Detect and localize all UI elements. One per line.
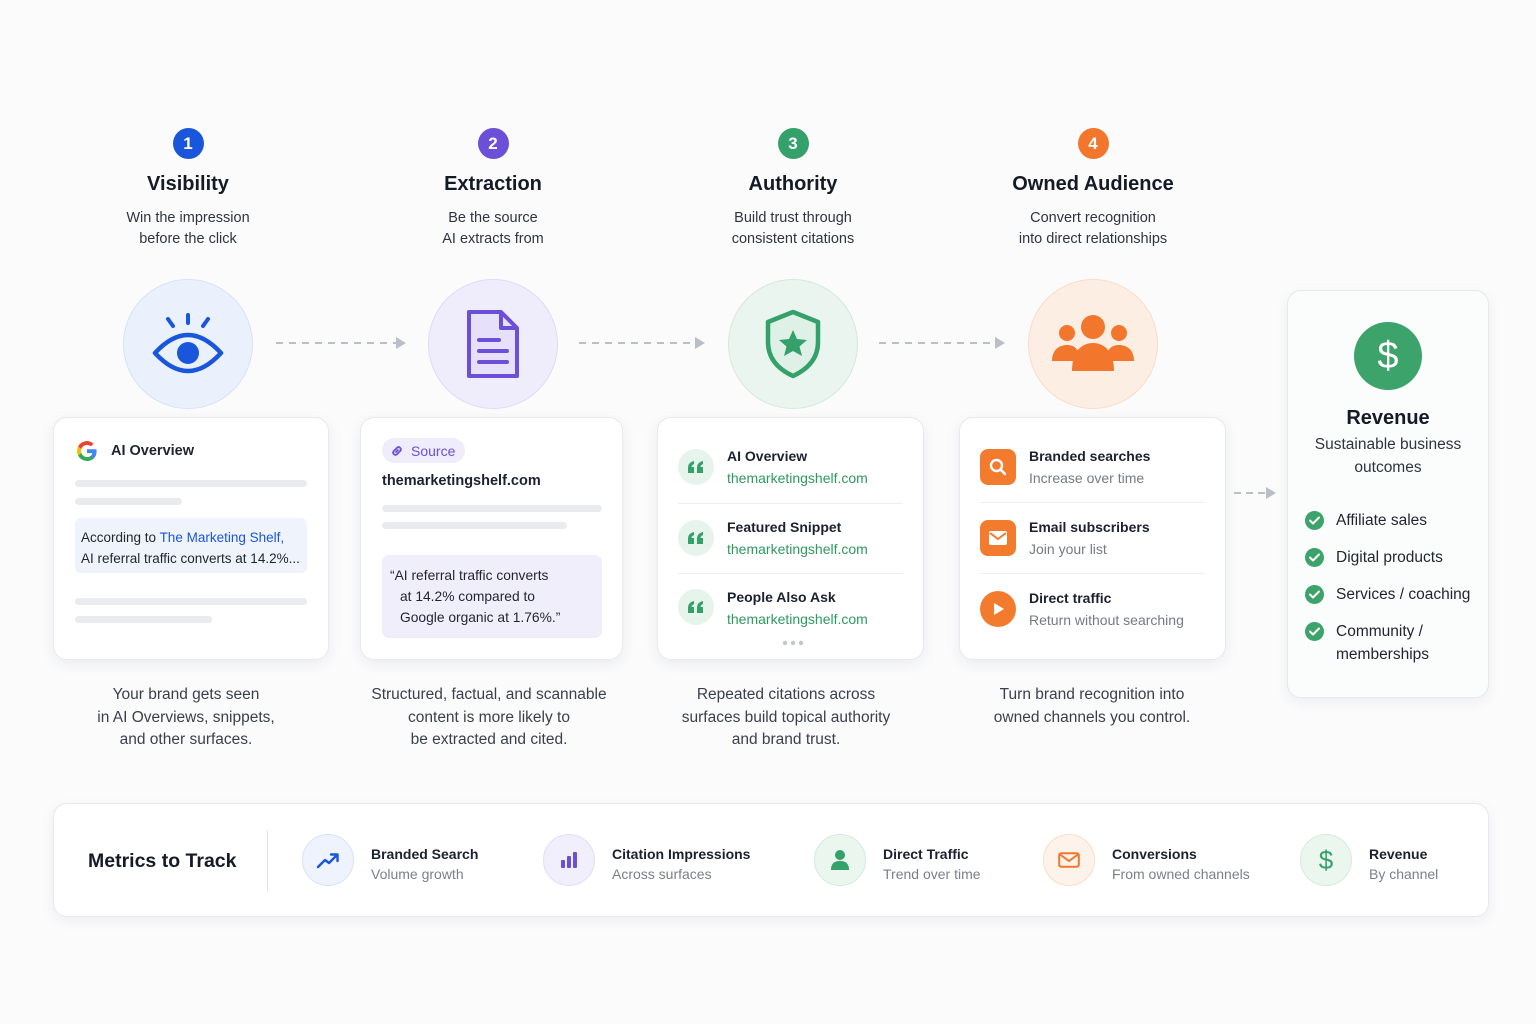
document-icon-circle bbox=[428, 279, 558, 409]
shield-icon-circle bbox=[728, 279, 858, 409]
revenue-item: Services / coaching bbox=[1305, 583, 1486, 606]
divider bbox=[980, 573, 1205, 574]
placeholder-line bbox=[75, 616, 212, 623]
check-icon bbox=[1305, 548, 1324, 567]
user-icon bbox=[814, 834, 866, 886]
citation-domain[interactable]: themarketingshelf.com bbox=[727, 541, 868, 557]
channel-row: Email subscribers Join your list bbox=[978, 504, 1207, 572]
users-icon bbox=[1052, 315, 1134, 371]
step-number-badge: 1 bbox=[172, 128, 204, 159]
shield-star-icon bbox=[765, 309, 821, 379]
flow-arrow bbox=[879, 337, 1005, 349]
citations-card: AI Overview themarketingshelf.com Featur… bbox=[657, 417, 924, 660]
citation-domain[interactable]: themarketingshelf.com bbox=[727, 611, 868, 627]
citation-row: AI Overview themarketingshelf.com bbox=[676, 433, 905, 501]
link-icon bbox=[392, 445, 402, 456]
divider bbox=[267, 830, 268, 892]
check-icon bbox=[1305, 511, 1324, 530]
placeholder-line bbox=[382, 522, 567, 529]
bar-chart-icon bbox=[543, 834, 595, 886]
stage-title: Authority bbox=[748, 173, 838, 195]
ai-overview-card: AI Overview According to The Marketing S… bbox=[53, 417, 329, 660]
flow-arrow bbox=[276, 337, 406, 349]
google-logo-icon bbox=[76, 441, 97, 462]
envelope-icon bbox=[980, 520, 1016, 556]
check-icon bbox=[1305, 622, 1324, 641]
divider bbox=[678, 573, 903, 574]
citation-row: Featured Snippet themarketingshelf.com bbox=[676, 504, 905, 572]
metrics-bar: Metrics to Track Branded Search Volume g… bbox=[53, 803, 1489, 917]
dollar-icon: $ bbox=[1300, 834, 1352, 886]
metrics-title: Metrics to Track bbox=[88, 850, 237, 872]
eye-icon bbox=[152, 313, 224, 374]
placeholder-line bbox=[75, 598, 307, 605]
placeholder-line bbox=[75, 480, 307, 487]
divider bbox=[678, 503, 903, 504]
revenue-item: Affiliate sales bbox=[1305, 509, 1486, 532]
citation-quote-box: According to The Marketing Shelf, AI ref… bbox=[75, 518, 307, 573]
placeholder-line bbox=[382, 505, 602, 512]
placeholder-line bbox=[75, 498, 182, 505]
document-icon bbox=[467, 310, 519, 378]
eye-icon-circle bbox=[123, 279, 253, 409]
step-number-badge: 3 bbox=[777, 128, 809, 159]
revenue-title: Revenue bbox=[1346, 407, 1430, 429]
envelope-icon bbox=[1043, 834, 1095, 886]
flow-arrow bbox=[579, 337, 705, 349]
brand-link[interactable]: The Marketing Shelf, bbox=[159, 530, 285, 545]
stage-title: Extraction bbox=[444, 173, 542, 195]
flow-arrow bbox=[1234, 487, 1276, 499]
citation-domain[interactable]: themarketingshelf.com bbox=[727, 470, 868, 486]
citation-row: People Also Ask themarketingshelf.com bbox=[676, 573, 905, 641]
users-icon-circle bbox=[1028, 279, 1158, 409]
revenue-item: Community / memberships bbox=[1305, 620, 1446, 666]
owned-channels-card: Branded searches Increase over time Emai… bbox=[959, 417, 1226, 660]
quote-icon bbox=[678, 520, 714, 556]
quote-icon bbox=[678, 589, 714, 625]
check-icon bbox=[1305, 585, 1324, 604]
search-icon bbox=[980, 449, 1016, 485]
trend-up-icon bbox=[302, 834, 354, 886]
play-icon bbox=[980, 591, 1016, 627]
stage-title: Visibility bbox=[147, 173, 229, 195]
channel-row: Branded searches Increase over time bbox=[978, 433, 1207, 501]
source-badge: Source bbox=[382, 438, 466, 463]
stage-title: Owned Audience bbox=[1012, 173, 1174, 195]
source-card: Source themarketingshelf.com “AI referra… bbox=[360, 417, 623, 660]
revenue-item: Digital products bbox=[1305, 546, 1486, 569]
more-dots-icon[interactable] bbox=[781, 639, 805, 647]
extracted-quote-box: “AI referral traffic converts at 14.2% c… bbox=[382, 555, 602, 638]
dollar-icon: $ bbox=[1354, 322, 1422, 390]
source-domain[interactable]: themarketingshelf.com bbox=[382, 473, 541, 489]
quote-icon bbox=[678, 449, 714, 485]
divider bbox=[980, 502, 1205, 503]
step-number-badge: 4 bbox=[1077, 128, 1109, 159]
channel-row: Direct traffic Return without searching bbox=[978, 575, 1207, 643]
ai-overview-label: AI Overview bbox=[111, 443, 195, 459]
step-number-badge: 2 bbox=[477, 128, 509, 159]
